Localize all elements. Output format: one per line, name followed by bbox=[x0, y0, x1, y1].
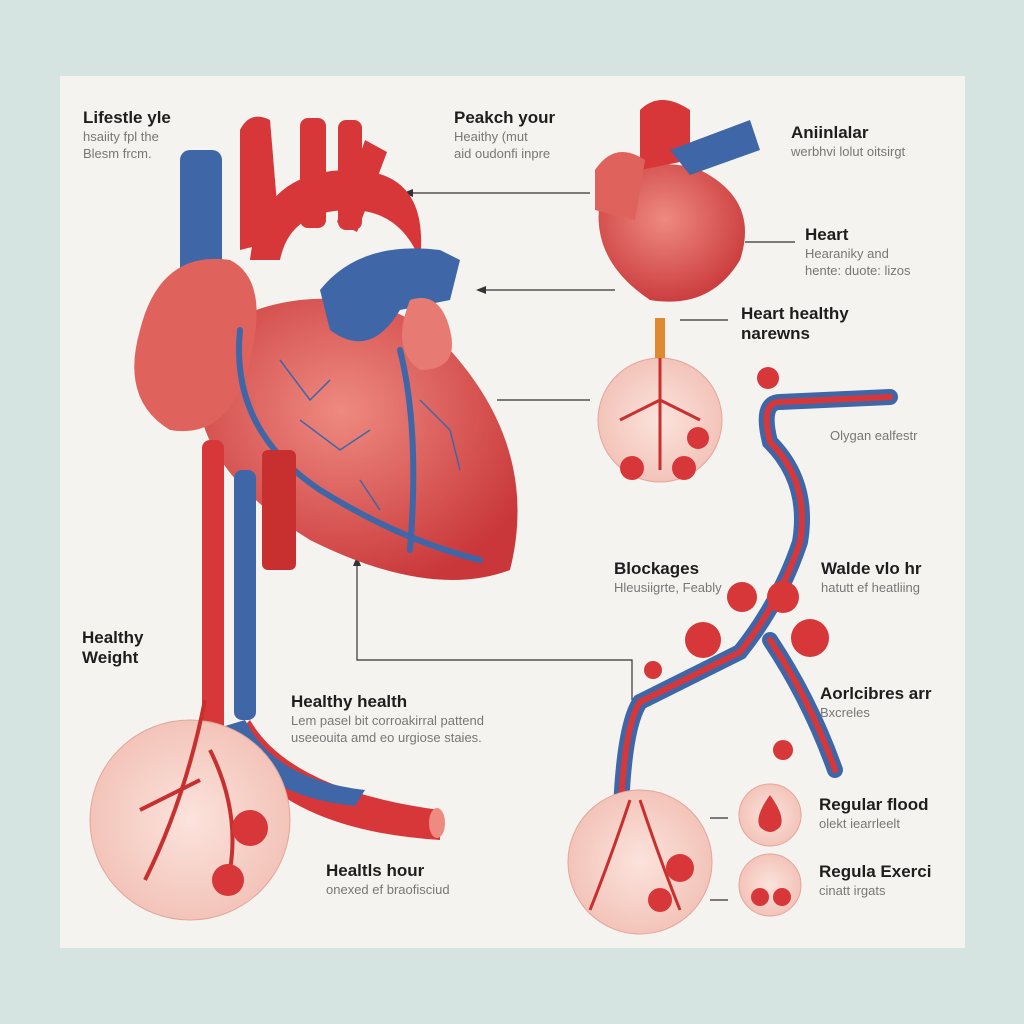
small-heart bbox=[595, 100, 760, 302]
label-regula-exerci: Regula Exerci cinatt irgats bbox=[819, 862, 932, 898]
label-healthy-health: Healthy health Lem pasel bit corroakirra… bbox=[291, 692, 484, 745]
label-heart-healthy: Heart healthy narewns bbox=[741, 304, 849, 343]
label-healthy-weight: Healthy Weight bbox=[82, 628, 144, 667]
label-blockages: Blockages Hleusiigrte, Feably bbox=[614, 559, 722, 595]
pointer-lines bbox=[356, 192, 795, 901]
label-aninlalar: Aniinlalar werbhvi lolut oitsirgt bbox=[791, 123, 906, 159]
label-healths-hour: Healtls hour onexed ef braofisciud bbox=[326, 861, 450, 897]
label-aorlcibres: Aorlcibres arr Bxcreles bbox=[820, 684, 932, 720]
right-vessel bbox=[612, 389, 898, 870]
label-regular-flood: Regular flood olekt iearrleelt bbox=[819, 795, 929, 831]
main-heart bbox=[89, 116, 518, 921]
label-walde: Walde vlo hr hatutt ef heatliing bbox=[821, 559, 922, 595]
label-lifestyle: Lifestle yle hsaiity fpl the Blesm frcm. bbox=[83, 108, 171, 161]
label-heart: Heart Hearaniky and hente: duote: lizos bbox=[805, 225, 911, 278]
label-peakch: Peakch your Heaithy (mut aid oudonfi inp… bbox=[454, 108, 556, 161]
organ-inset bbox=[738, 853, 802, 917]
label-oxygen: Olygan ealfestr bbox=[830, 428, 918, 443]
